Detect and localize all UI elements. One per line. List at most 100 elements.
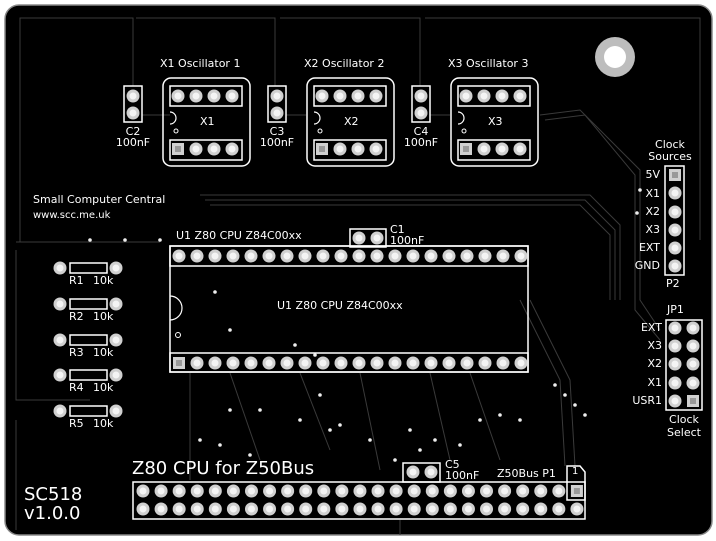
- board-outline: [4, 4, 713, 536]
- pad-hole: [501, 487, 509, 495]
- pad-hole: [283, 359, 291, 367]
- pad-hole: [462, 92, 470, 100]
- via: [368, 438, 372, 442]
- via: [328, 428, 332, 432]
- pad-hole: [410, 505, 418, 513]
- pad-hole: [320, 505, 328, 513]
- pad-hole: [210, 92, 218, 100]
- pad-hole: [689, 324, 697, 332]
- oscillator-pin-row: [313, 139, 387, 161]
- pad-hole: [391, 359, 399, 367]
- capacitor-outline: [123, 85, 143, 123]
- pad-hole: [372, 92, 380, 100]
- via: [198, 438, 202, 442]
- pad-hole: [517, 359, 525, 367]
- pad-hole: [354, 92, 362, 100]
- pad-hole: [689, 342, 697, 350]
- p2-ref: P2: [666, 277, 680, 290]
- pad-hole: [112, 336, 120, 344]
- pad-hole: [409, 252, 417, 260]
- pad-hole: [283, 252, 291, 260]
- pad-hole: [417, 92, 425, 100]
- c2-ref: C2: [125, 125, 141, 138]
- pad-hole: [319, 146, 325, 152]
- pad-hole: [671, 360, 679, 368]
- via: [293, 343, 297, 347]
- pad-hole: [481, 359, 489, 367]
- r5-value: 10k: [93, 417, 114, 430]
- pad-hole: [483, 487, 491, 495]
- pad-hole: [428, 505, 436, 513]
- p2-pin-x2: X2: [645, 205, 660, 218]
- pad-hole: [284, 505, 292, 513]
- pad-hole: [499, 252, 507, 260]
- cpu-notch: [169, 295, 183, 321]
- jp1-title-line1: Clock: [669, 413, 699, 426]
- cpu-inner-label: U1 Z80 CPU Z84C00xx: [277, 299, 403, 312]
- pad-hole: [175, 252, 183, 260]
- bus-pin1-outline: [566, 465, 586, 501]
- pad-hole: [176, 360, 182, 366]
- pad-hole: [671, 262, 679, 270]
- pad-hole: [175, 487, 183, 495]
- pad-hole: [247, 487, 255, 495]
- oscillator-2-ref: X2: [344, 115, 359, 128]
- pad-hole: [690, 398, 696, 404]
- pad-hole: [519, 505, 527, 513]
- pad-hole: [56, 371, 64, 379]
- via: [298, 418, 302, 422]
- pad-hole: [337, 252, 345, 260]
- pad-hole: [266, 487, 274, 495]
- pad-hole: [56, 300, 64, 308]
- via: [248, 453, 252, 457]
- pad-hole: [247, 505, 255, 513]
- pad-hole: [555, 487, 563, 495]
- p2-outline: [664, 165, 685, 276]
- pad-hole: [355, 359, 363, 367]
- c3-value: 100nF: [259, 136, 295, 149]
- pad-hole: [319, 359, 327, 367]
- oscillator-pin-row: [169, 139, 243, 161]
- via: [393, 458, 397, 462]
- jp1-pin-x1: X1: [647, 376, 662, 389]
- r3-value: 10k: [93, 346, 114, 359]
- p2-title-line2: Sources: [648, 150, 692, 163]
- cpu-pin1-dot: [175, 332, 181, 338]
- pad-hole: [265, 252, 273, 260]
- oscillator-outline: [162, 77, 251, 167]
- jp1-pin-ext: EXT: [640, 321, 662, 334]
- pad-hole: [338, 487, 346, 495]
- via: [123, 238, 127, 242]
- pad-hole: [519, 487, 527, 495]
- pad-hole: [247, 359, 255, 367]
- pin1-notch: [313, 111, 321, 125]
- oscillator-2-heading: X2 Oscillator 2: [304, 57, 385, 70]
- via: [318, 393, 322, 397]
- via: [158, 238, 162, 242]
- r4-value: 10k: [93, 381, 114, 394]
- via: [88, 238, 92, 242]
- pad-hole: [175, 505, 183, 513]
- pad-hole: [193, 359, 201, 367]
- maker-url: www.scc.me.uk: [33, 210, 111, 221]
- pin1-notch: [457, 111, 465, 125]
- pad-hole: [427, 468, 435, 476]
- oscillator-1-heading: X1 Oscillator 1: [160, 57, 241, 70]
- pad-hole: [374, 505, 382, 513]
- pad-hole: [337, 359, 345, 367]
- pad-hole: [355, 234, 363, 242]
- pad-hole: [129, 92, 137, 100]
- pad-hole: [689, 360, 697, 368]
- pad-hole: [671, 208, 679, 216]
- pin1-notch: [169, 111, 177, 125]
- pad-hole: [192, 145, 200, 153]
- pad-hole: [446, 487, 454, 495]
- r3-ref: R3: [69, 346, 84, 359]
- c5-ref: C5: [445, 458, 460, 471]
- pad-hole: [373, 234, 381, 242]
- board-title: Z80 CPU for Z50Bus: [132, 458, 315, 479]
- cpu-pin-row: [169, 352, 529, 373]
- pad-hole: [463, 359, 471, 367]
- via: [218, 443, 222, 447]
